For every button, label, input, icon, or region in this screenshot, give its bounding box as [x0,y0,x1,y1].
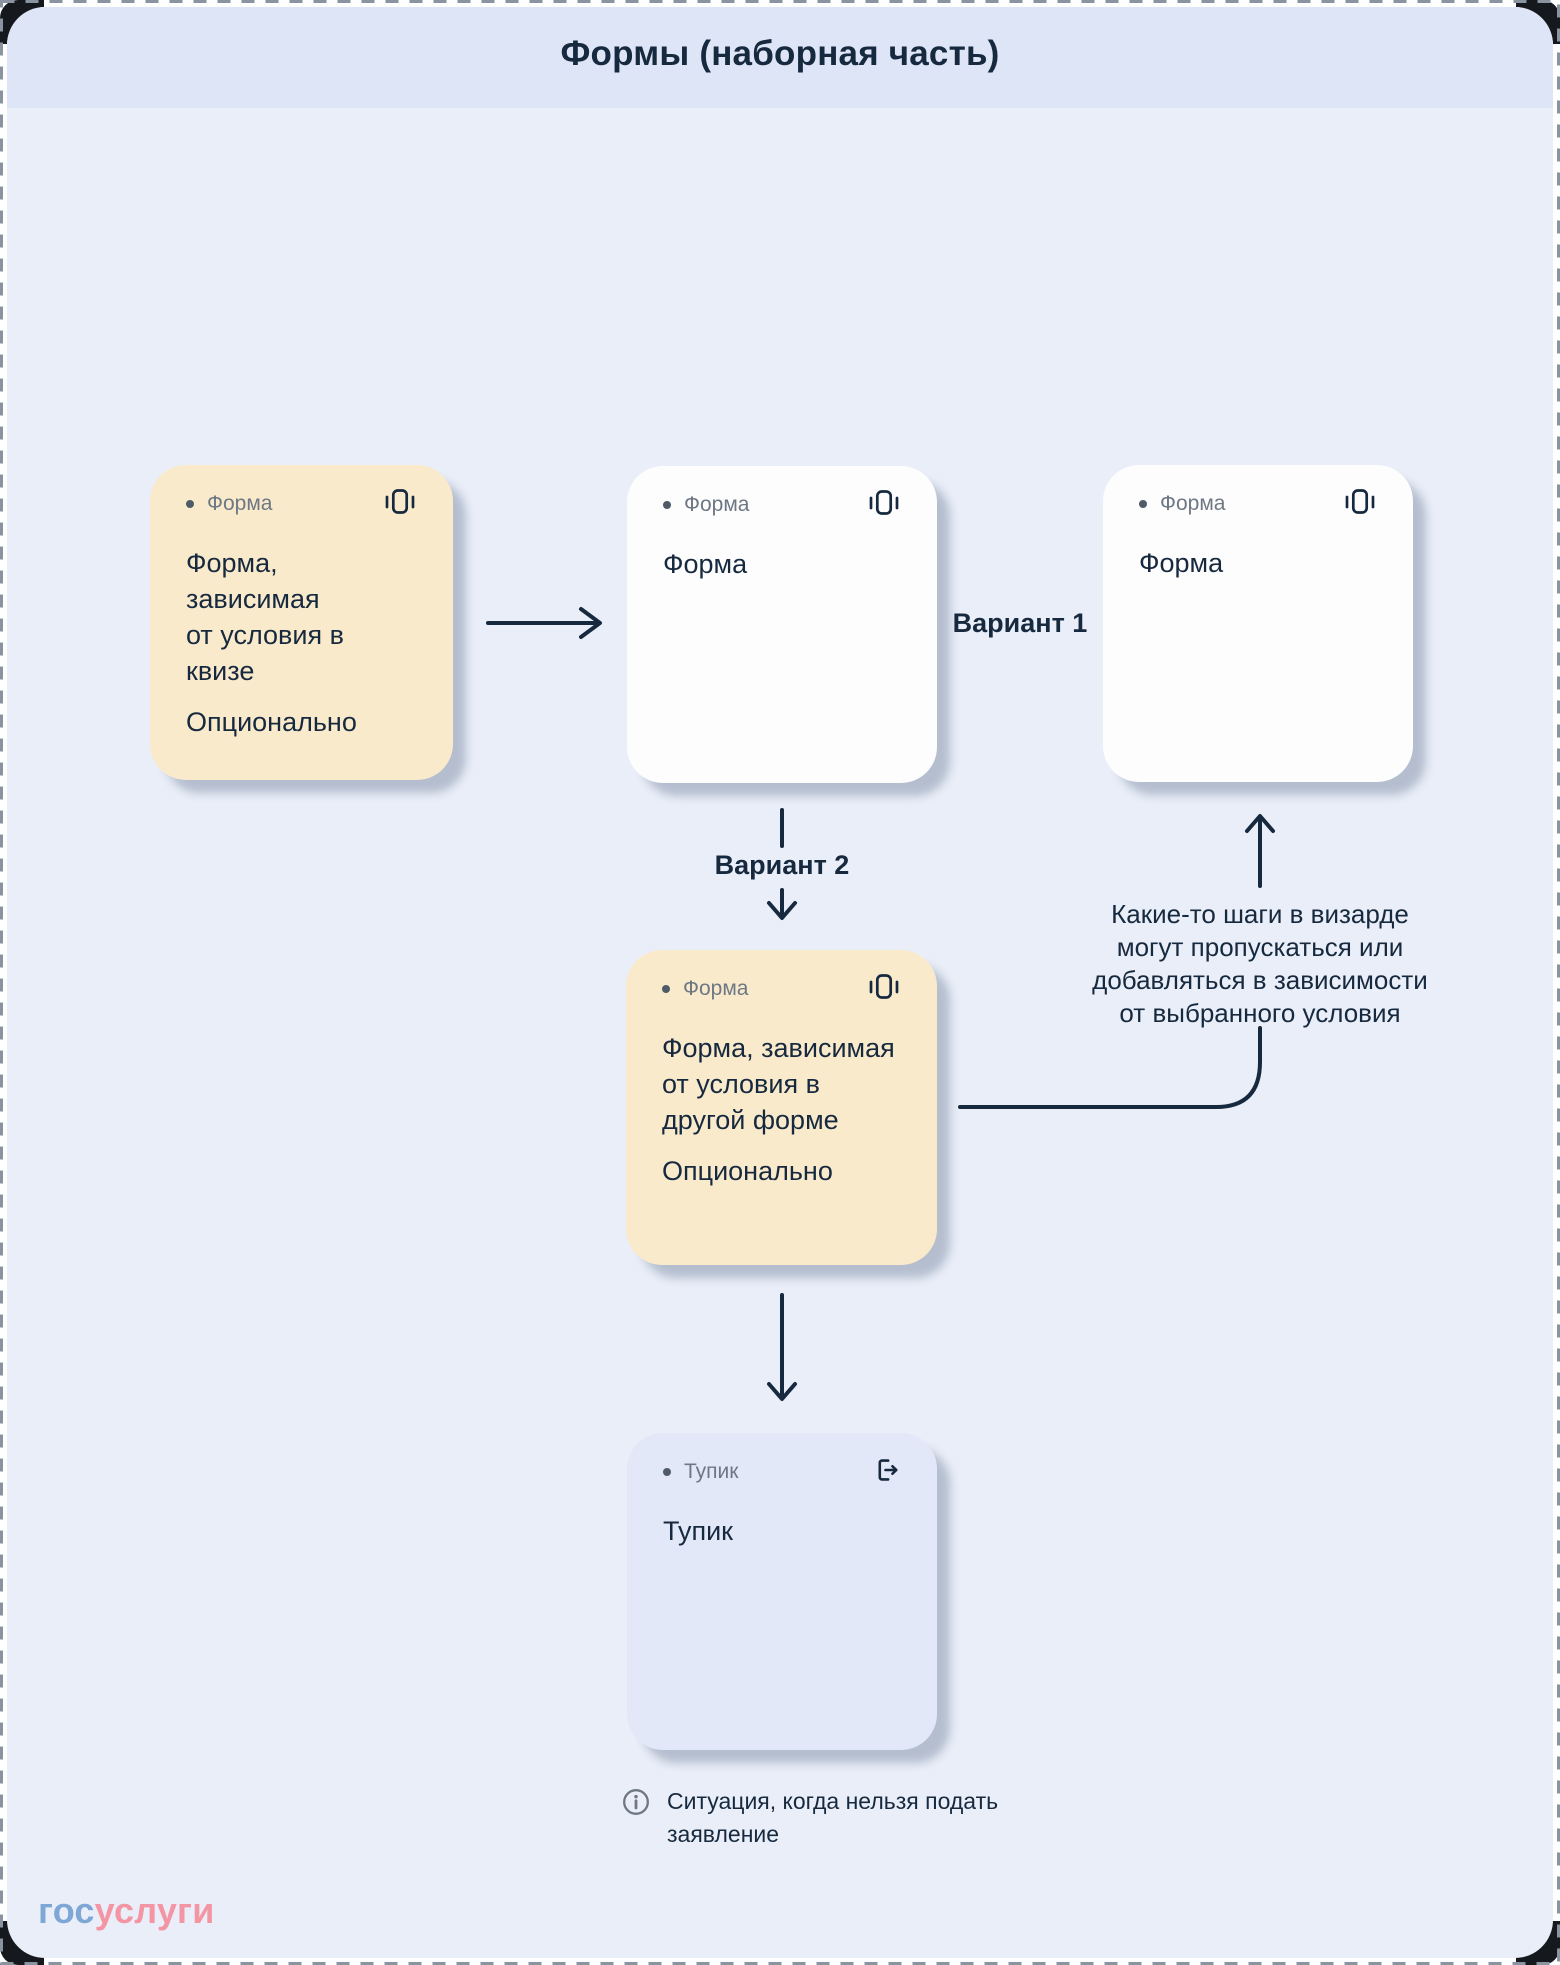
card-optional-label: Опционально [662,1156,833,1186]
annotation-line: от выбранного условия [1119,998,1401,1028]
flow-label-variant1: Вариант 1 [952,608,1088,638]
card-body-line: Форма [663,549,748,579]
card-other-form-dependent[interactable]: Форма Форма, зависимая от условия в друг… [626,950,937,1265]
card-body-line: Форма, зависимая [662,1033,895,1063]
bullet-icon [1139,500,1147,508]
card-body-line: Тупик [663,1516,733,1546]
card-body-line: от условия в квизе [186,620,344,686]
card-type-label: Форма [683,977,749,1000]
card-type-label: Форма [1160,492,1226,515]
logo-part-gos: гос [38,1890,95,1931]
card-dead-end[interactable]: Тупик Тупик [627,1433,937,1750]
arrow-annotation-to-variant1-card [1245,814,1275,888]
page-title: Формы (наборная часть) [560,34,1000,73]
gosuslugi-logo: госуслуги [38,1890,215,1932]
form-screen-icon [867,488,901,518]
page-header: Формы (наборная часть) [7,7,1553,108]
bullet-icon [663,1468,671,1476]
card-form-main[interactable]: Форма Форма [627,466,937,783]
card-quiz-dependent-form[interactable]: Форма Форма, зависимая от условия в квиз… [150,465,453,780]
info-icon [622,1788,650,1851]
arrow-form-to-deadend [767,1293,797,1401]
footnote-line: заявление [667,1821,780,1847]
footnote-text: Ситуация, когда нельзя подать заявление [667,1785,998,1851]
bullet-icon [663,501,671,509]
bullet-icon [662,985,670,993]
card-type-label: Форма [684,493,750,516]
diagram-sheet: Формы (наборная часть) Форма Форма, зави… [7,7,1553,1958]
exit-icon [871,1455,901,1485]
annotation-line: добавляться в зависимости [1092,965,1428,995]
card-form-variant1[interactable]: Форма Форма [1103,465,1413,782]
form-screen-icon [383,487,417,517]
wizard-steps-annotation: Какие-то шаги в визарде могут пропускать… [1080,898,1440,1030]
card-type-label: Тупик [684,1460,739,1483]
connector-curved-from-other-form [958,1026,1262,1109]
deadend-footnote: Ситуация, когда нельзя подать заявление [622,1785,998,1851]
flow-label-variant2: Вариант 2 [714,850,850,880]
footnote-line: Ситуация, когда нельзя подать [667,1788,999,1814]
arrow-quiz-to-form [486,607,602,639]
form-screen-icon [1343,487,1377,517]
logo-part-uslugi: услуги [94,1890,215,1931]
card-body-line: Форма [1139,548,1224,578]
card-body-line: Форма, зависимая [186,548,320,614]
card-optional-label: Опционально [186,707,357,737]
bullet-icon [186,500,194,508]
card-type-label: Форма [207,492,273,515]
form-screen-icon [867,972,901,1002]
arrow-variant2-lower-segment [767,888,797,920]
annotation-line: Какие-то шаги в визарде [1111,899,1409,929]
card-body-line: от условия в другой форме [662,1069,839,1135]
annotation-line: могут пропускаться или [1116,932,1404,962]
